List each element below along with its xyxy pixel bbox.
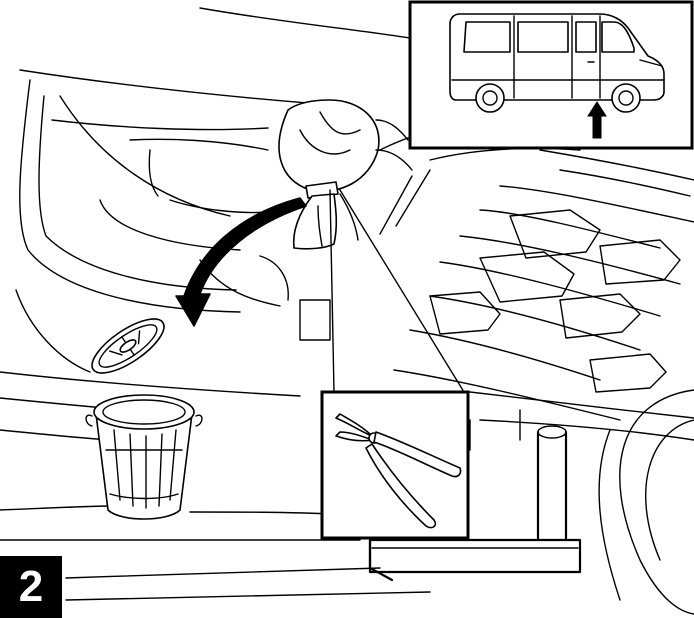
tied-bag-icon: [279, 100, 412, 249]
van-location-inset: [410, 2, 692, 148]
step-number-badge: 2: [0, 556, 62, 618]
trash-can-icon: [84, 309, 202, 519]
pliers-callout: [322, 190, 468, 538]
curved-arrow-icon: [176, 198, 306, 326]
